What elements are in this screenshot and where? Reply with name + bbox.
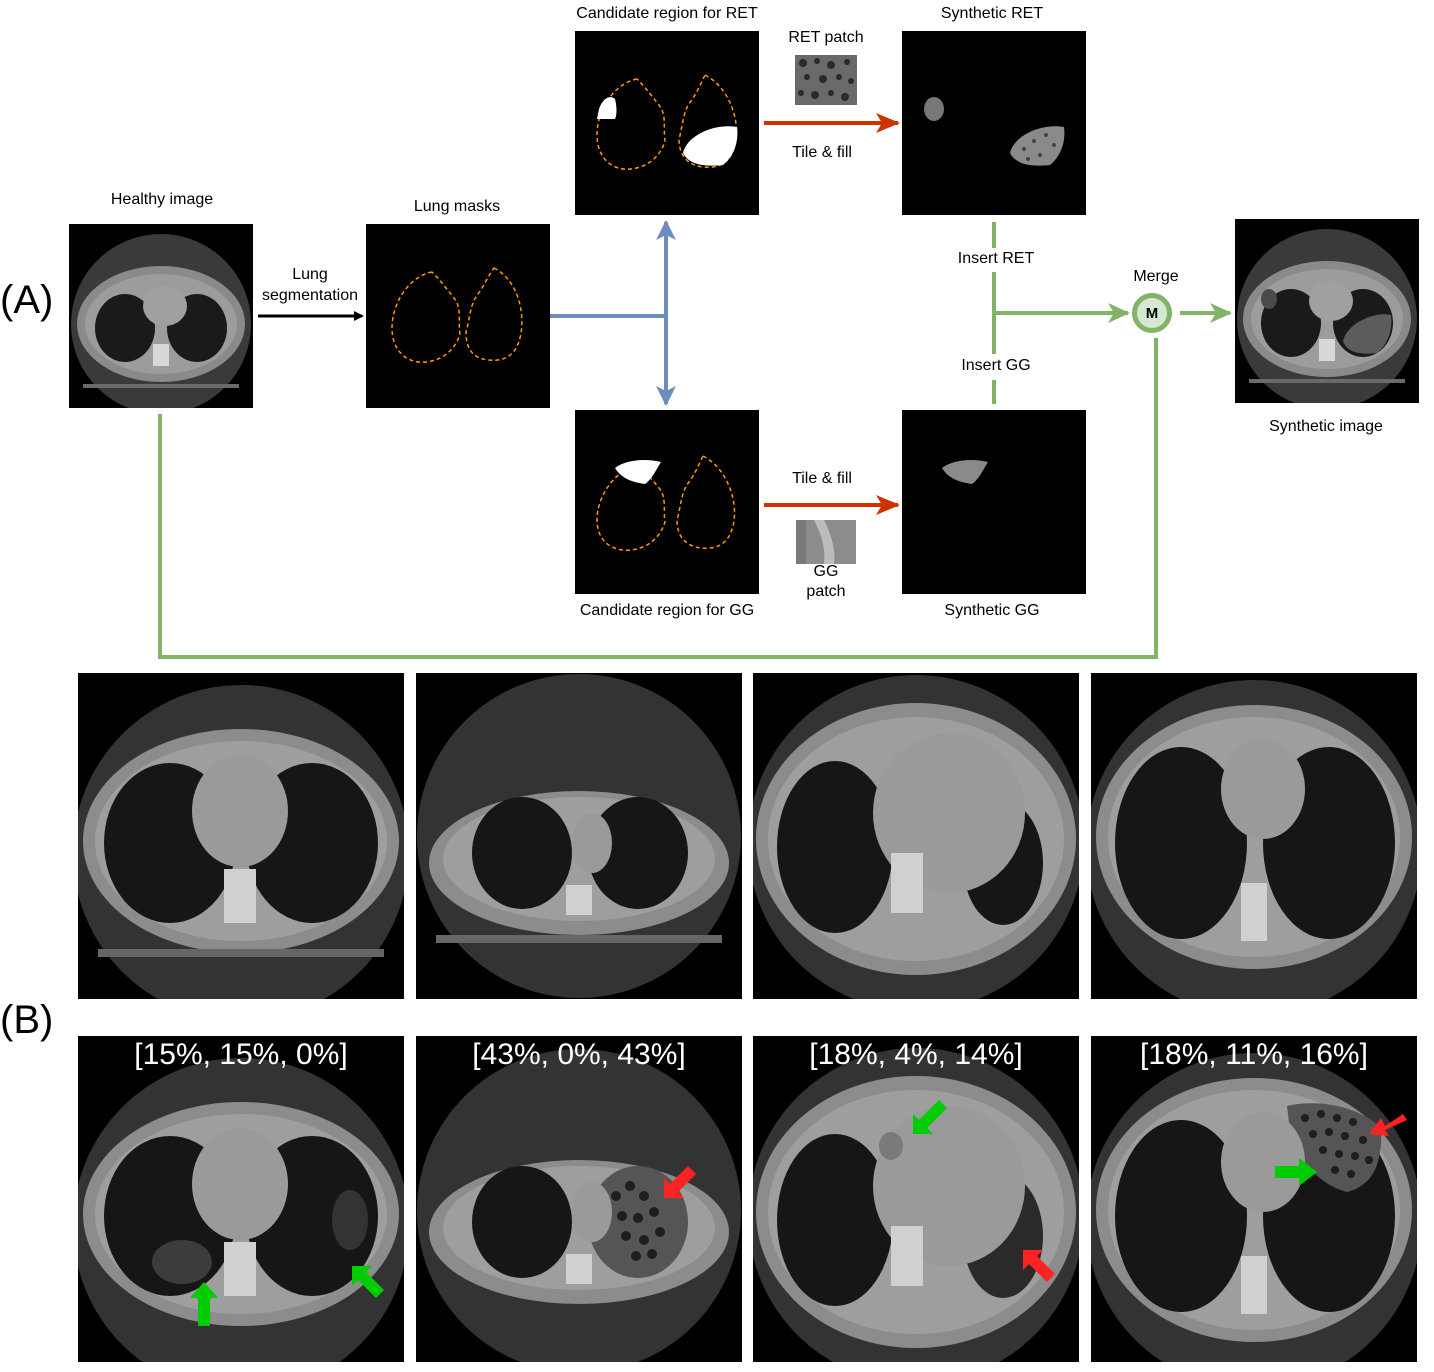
synthetic-ret-image [902, 31, 1086, 215]
ret-patch-image [795, 55, 857, 105]
example-synthetic-3: [18%, 4%, 14%] [753, 1036, 1079, 1362]
example-percentages-4: [18%, 11%, 16%] [1140, 1038, 1368, 1071]
candidate-gg-label: Candidate region for GG [579, 602, 755, 619]
synthetic-ret-label: Synthetic RET [940, 5, 1044, 22]
synthetic-gg-image [902, 410, 1086, 594]
panel-label-a: (A) [0, 278, 54, 322]
example-healthy-4 [1091, 673, 1417, 999]
example-healthy-2 [416, 673, 742, 999]
healthy-image-label: Healthy image [110, 191, 214, 208]
insert-ret-label: Insert RET [957, 250, 1035, 267]
candidate-ret-label: Candidate region for RET [576, 5, 758, 22]
healthy-to-merge-line [158, 338, 1158, 659]
lung-masks-image [366, 224, 550, 408]
example-percentages-2: [43%, 0%, 43%] [472, 1038, 686, 1071]
merge-symbol: M [1145, 304, 1159, 322]
tile-fill-bottom-label: Tile & fill [792, 470, 852, 487]
panel-label-b: (B) [0, 998, 54, 1042]
candidate-gg-image [575, 410, 759, 594]
ret-patch-label: RET patch [788, 29, 864, 46]
merge-label: Merge [1133, 268, 1179, 285]
connector-layer [158, 113, 1232, 659]
lung-segmentation-label-1: Lung [292, 266, 328, 283]
synthetic-image [1235, 219, 1419, 403]
gg-patch-label-2: patch [806, 583, 846, 600]
healthy-image [69, 224, 253, 408]
synthetic-gg-label: Synthetic GG [944, 602, 1040, 619]
example-synthetic-2: [43%, 0%, 43%] [416, 1036, 742, 1362]
example-synthetic-4: [18%, 11%, 16%] [1091, 1036, 1417, 1362]
gg-patch-label-1: GG [813, 563, 839, 580]
gg-patch-image [796, 520, 856, 564]
example-percentages-3: [18%, 4%, 14%] [809, 1038, 1023, 1071]
lung-masks-label: Lung masks [413, 198, 501, 215]
candidate-ret-image [575, 31, 759, 215]
example-healthy-3 [753, 673, 1079, 999]
merge-node: M [1132, 293, 1172, 333]
synthetic-image-label: Synthetic image [1269, 418, 1383, 435]
example-percentages-1: [15%, 15%, 0%] [134, 1038, 348, 1071]
insert-gg-label: Insert GG [961, 357, 1031, 374]
example-healthy-1 [78, 673, 404, 999]
example-synthetic-1: [15%, 15%, 0%] [78, 1036, 404, 1362]
tile-fill-top-label: Tile & fill [792, 144, 852, 161]
lung-segmentation-label-2: segmentation [261, 287, 359, 304]
